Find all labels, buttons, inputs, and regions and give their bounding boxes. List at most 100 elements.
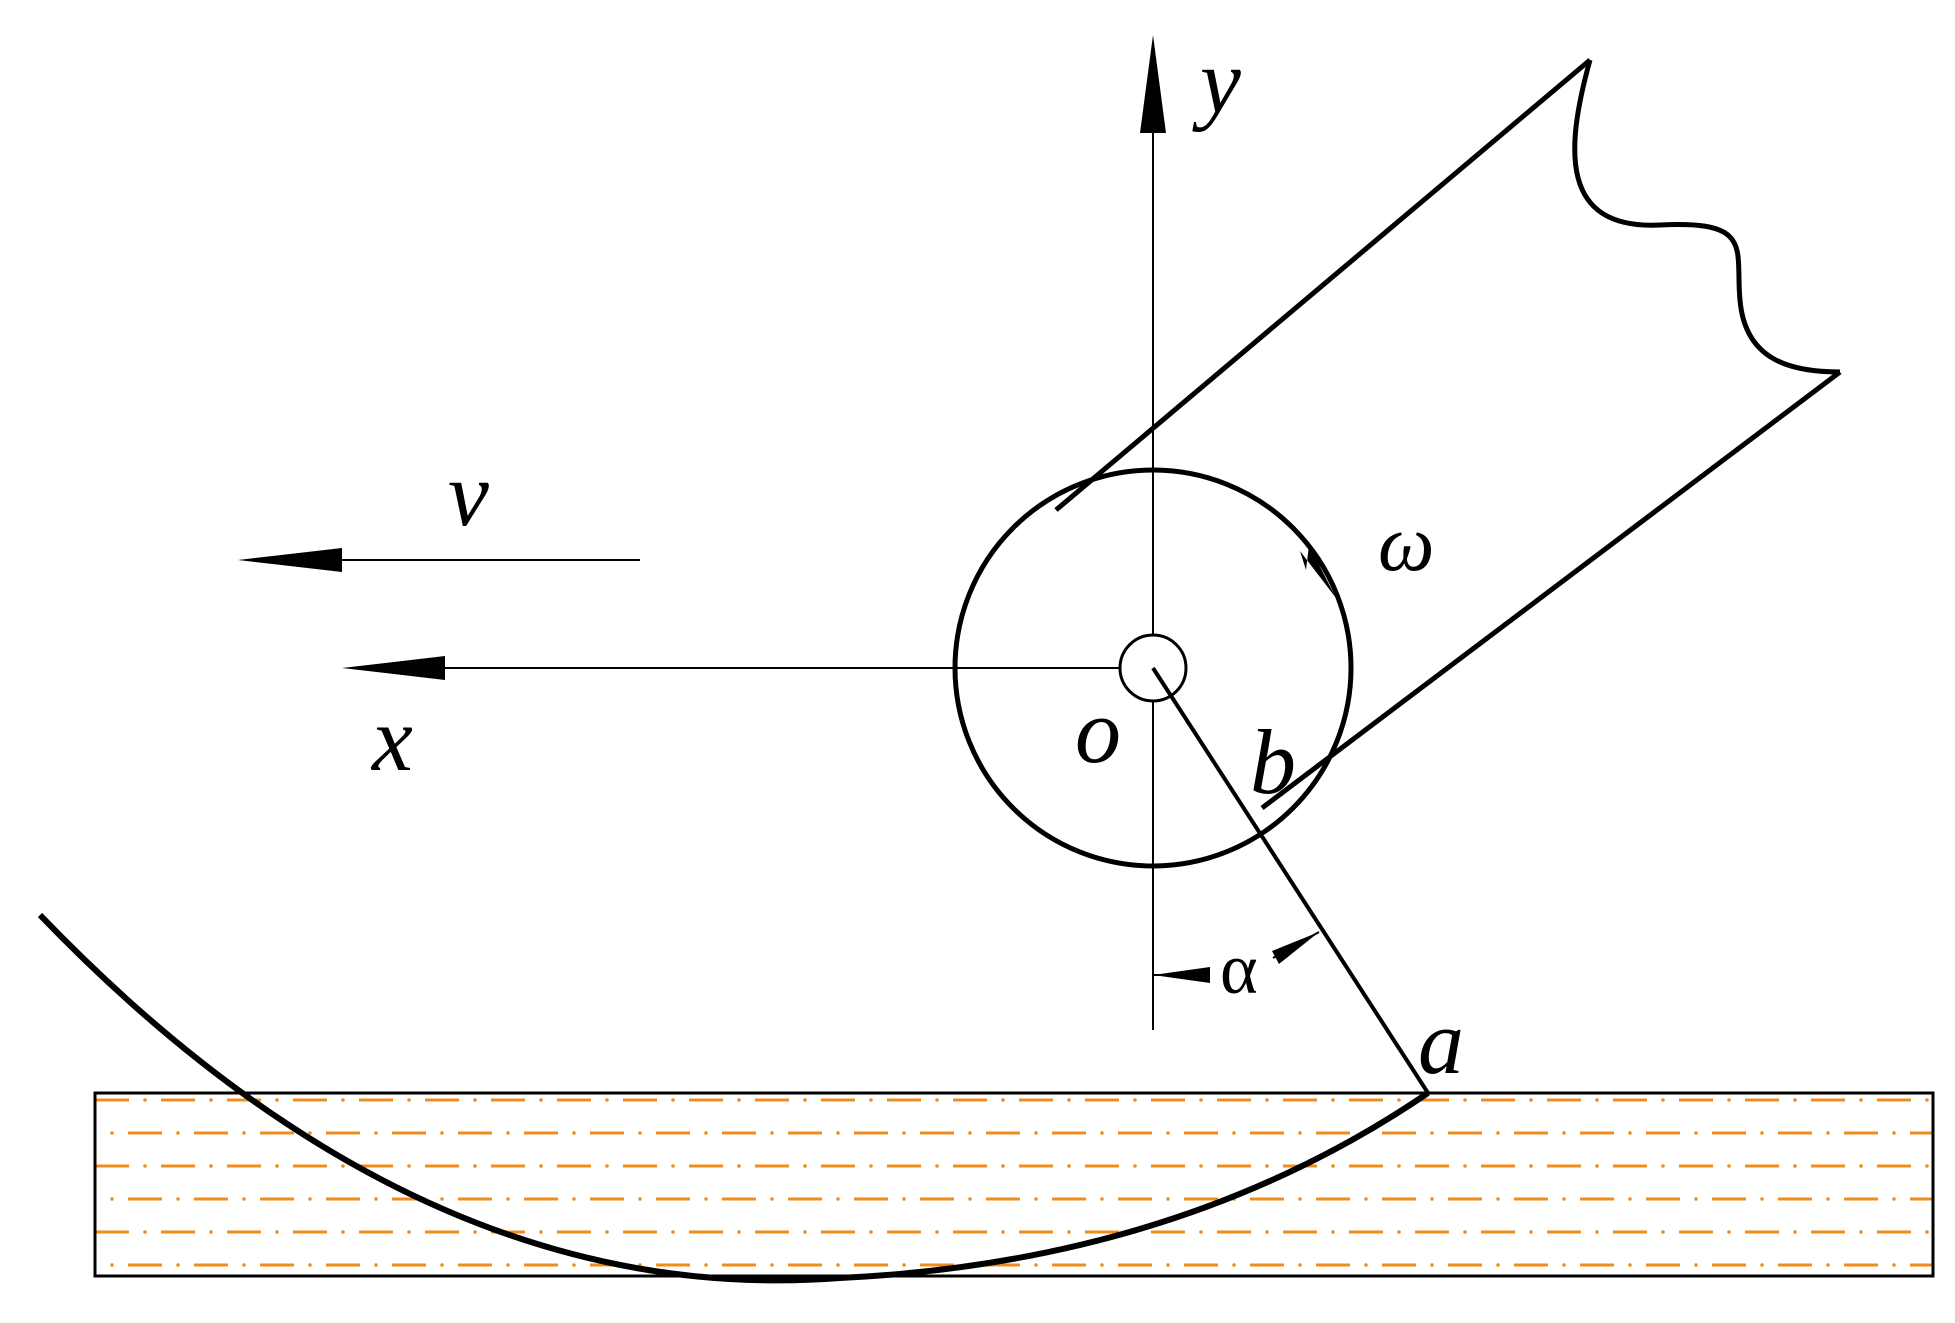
angle-arrow-left [1153, 967, 1210, 983]
strip-dot [1859, 1230, 1863, 1234]
strip-dot [1034, 1263, 1038, 1267]
strip-dot [1661, 1098, 1665, 1102]
strip-dot [1562, 1197, 1566, 1201]
velocity-label: v [448, 443, 489, 545]
strip-dot [836, 1263, 840, 1267]
strip-dot [1199, 1164, 1203, 1168]
strip-dot [341, 1230, 345, 1234]
strip-dot [1298, 1131, 1302, 1135]
strip-dot [1364, 1197, 1368, 1201]
strip-dot [242, 1197, 246, 1201]
strip-dot [605, 1164, 609, 1168]
strip-dot [77, 1164, 81, 1168]
workpiece-strip [77, 1091, 1935, 1278]
tool-break-line [1572, 59, 1841, 375]
strip-dot [1133, 1098, 1137, 1102]
strip-dot [143, 1164, 147, 1168]
strip-dot [1496, 1263, 1500, 1267]
strip-dot [440, 1131, 444, 1135]
strip-dot [110, 1263, 114, 1267]
x-axis [342, 656, 1153, 680]
strip-dot [341, 1098, 345, 1102]
strip-dot [1133, 1164, 1137, 1168]
strip-dot [440, 1197, 444, 1201]
strip-dot [1628, 1263, 1632, 1267]
strip-dot [1562, 1263, 1566, 1267]
strip-dot [572, 1263, 576, 1267]
strip-dot [1760, 1263, 1764, 1267]
strip-dot [572, 1131, 576, 1135]
strip-dot [1496, 1197, 1500, 1201]
angle-arrow-right [1272, 932, 1319, 964]
strip-dot [1859, 1164, 1863, 1168]
strip-dot [1232, 1263, 1236, 1267]
strip-dot [143, 1098, 147, 1102]
strip-dot [737, 1230, 741, 1234]
strip-dot [1100, 1263, 1104, 1267]
strip-dot [374, 1197, 378, 1201]
strip-dot [1199, 1230, 1203, 1234]
strip-dot [902, 1197, 906, 1201]
strip-dot [1925, 1230, 1929, 1234]
strip-dot [572, 1197, 576, 1201]
strip-dot [1925, 1098, 1929, 1102]
strip-dot [704, 1263, 708, 1267]
strip-dot [935, 1164, 939, 1168]
strip-dot [1628, 1131, 1632, 1135]
strip-dot [308, 1131, 312, 1135]
strip-dot [1034, 1197, 1038, 1201]
strip-dot [1793, 1098, 1797, 1102]
strip-dot [1199, 1098, 1203, 1102]
strip-dot [1232, 1131, 1236, 1135]
strip-dot [1265, 1230, 1269, 1234]
strip-dash-pattern [77, 1098, 1933, 1267]
strip-dot [374, 1131, 378, 1135]
tool-nose-circle [952, 467, 1354, 869]
strip-dot [1793, 1230, 1797, 1234]
strip-dot [110, 1131, 114, 1135]
strip-dot [1001, 1164, 1005, 1168]
strip-dot [506, 1263, 510, 1267]
cut-path-arc [37, 912, 1430, 1284]
strip-dot [836, 1131, 840, 1135]
strip-dot [1892, 1131, 1896, 1135]
strip-dot [1628, 1197, 1632, 1201]
y-axis [1140, 35, 1166, 1030]
strip-dot [968, 1131, 972, 1135]
strip-dot [935, 1098, 939, 1102]
radius-line-oa [1151, 666, 1430, 1095]
point-b-label: b [1250, 711, 1296, 813]
strip-dot [1166, 1131, 1170, 1135]
strip-dot [77, 1230, 81, 1234]
strip-dot [1331, 1098, 1335, 1102]
tool-body [1054, 58, 1842, 810]
strip-dot [1067, 1230, 1071, 1234]
angle-dimension [1153, 931, 1320, 983]
strip-dot [737, 1098, 741, 1102]
strip-dot [1595, 1098, 1599, 1102]
strip-dot [1100, 1197, 1104, 1201]
strip-dot [1430, 1131, 1434, 1135]
point-a-label: a [1418, 991, 1464, 1093]
strip-dot [1727, 1164, 1731, 1168]
x-axis-label: x [370, 688, 413, 790]
strip-dot [1166, 1263, 1170, 1267]
strip-dot [1925, 1164, 1929, 1168]
strip-dot [473, 1230, 477, 1234]
strip-dot [1034, 1131, 1038, 1135]
strip-dot [1067, 1164, 1071, 1168]
strip-dot [1760, 1131, 1764, 1135]
strip-dot [374, 1263, 378, 1267]
strip-dot [836, 1197, 840, 1201]
strip-dot [671, 1230, 675, 1234]
strip-dot [1397, 1098, 1401, 1102]
strip-dot [209, 1164, 213, 1168]
strip-dot [407, 1098, 411, 1102]
strip-dot [1397, 1230, 1401, 1234]
strip-dot [176, 1131, 180, 1135]
strip-dot [539, 1230, 543, 1234]
angular-velocity-label: ω [1378, 500, 1434, 588]
strip-dot [638, 1131, 642, 1135]
strip-dot [1727, 1098, 1731, 1102]
strip-dot [506, 1197, 510, 1201]
